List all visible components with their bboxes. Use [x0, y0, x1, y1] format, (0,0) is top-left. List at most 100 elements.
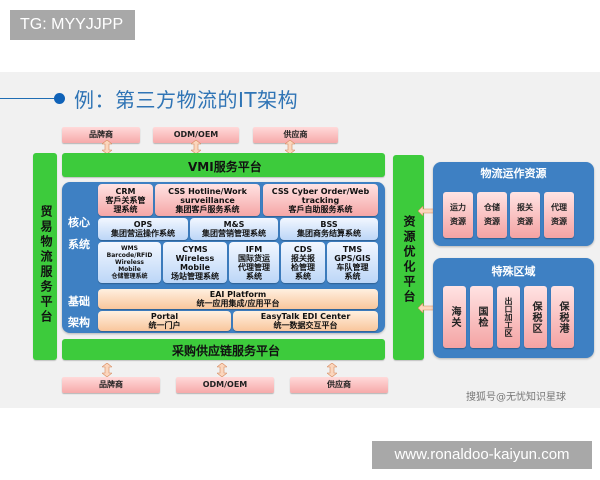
portal-en: Portal — [150, 312, 179, 321]
eai-platform: EAI Platform 统一应用集成/应用平台 — [98, 289, 378, 309]
bss-cn: 集团商务结算系统 — [297, 229, 361, 238]
resource-label: 资源 — [517, 217, 533, 226]
css-cyber-en: CSS Cyber Order/Web — [271, 186, 370, 196]
tms-line: GPS/GIS — [334, 253, 371, 263]
resource-label: 资源 — [450, 217, 466, 226]
portal: Portal 统一门户 — [98, 311, 231, 331]
easytalk-edi-center: EasyTalk EDI Center 统一数据交互平台 — [233, 311, 378, 331]
ops-en: OPS — [133, 220, 153, 229]
edi-en: EasyTalk EDI Center — [260, 312, 351, 321]
tms-line: TMS — [342, 244, 363, 254]
top-partner-brand: 品牌商 — [62, 127, 140, 143]
double-arrow-vertical-icon — [217, 363, 227, 377]
cyms-line: 场站管理系统 — [171, 271, 219, 281]
zone-label: 海关 — [449, 306, 460, 328]
watermark-top: TG: MYYJJPP — [10, 10, 135, 40]
edi-cn: 统一数据交互平台 — [273, 321, 338, 330]
bottom-partner-brand: 品牌商 — [62, 377, 160, 393]
double-arrow-vertical-icon — [102, 140, 112, 154]
zone-bonded-area: 保税区 — [524, 286, 547, 348]
resource-label: 资源 — [551, 217, 567, 226]
ops-cn: 集团营运操作系统 — [111, 229, 175, 238]
core-label-1: 核心 — [68, 216, 90, 229]
infra-label-1: 基础 — [68, 295, 90, 308]
double-arrow-vertical-icon — [327, 363, 337, 377]
zone-label: 国检 — [476, 306, 487, 328]
top-partner-supplier: 供应商 — [253, 127, 338, 143]
tms-line: 车队管理 — [336, 262, 369, 272]
procurement-supply-chain-platform — [62, 339, 385, 360]
bss-system: BSS 集团商务结算系统 — [280, 218, 378, 240]
top-partner-odm-oem: ODM/OEM — [153, 127, 239, 143]
bss-en: BSS — [320, 220, 338, 229]
zone-label: 出口加工区 — [504, 297, 513, 337]
wms-line: Barcode/RFID — [106, 252, 153, 259]
ifm-line: 系统 — [246, 271, 262, 281]
css-hotline-system: CSS Hotline/Work surveillance 集团客戶服务系统 — [155, 184, 260, 216]
ms-en: M&S — [223, 220, 245, 229]
crm-cn1: 客戶关系管 — [105, 195, 146, 205]
resource-label: 资源 — [484, 217, 500, 226]
cds-system: CDS 报关报 检管理 系统 — [281, 242, 325, 283]
zone-label: 保税港 — [557, 300, 568, 334]
resource-label: 运力 — [450, 203, 466, 212]
css-hotline-cn: 集团客戶服务系统 — [175, 204, 240, 214]
cds-line: 报关报 — [291, 253, 315, 263]
crm-en: CRM — [115, 186, 136, 196]
cds-line: 检管理 — [291, 262, 315, 272]
title-dot-icon — [54, 93, 65, 104]
wms-line: 仓储管理系统 — [111, 273, 148, 280]
wms-line: Wireless — [115, 259, 144, 266]
eai-cn: 统一应用集成/应用平台 — [196, 299, 280, 308]
infra-label-2: 架构 — [68, 316, 90, 329]
vmi-service-platform-label: VMI服务平台 — [188, 160, 262, 174]
resource-label: 代理 — [551, 203, 567, 212]
agent-resource: 代理 资源 — [544, 192, 574, 238]
ifm-line: IFM — [245, 244, 263, 254]
double-arrow-vertical-icon — [102, 363, 112, 377]
cyms-line: CYMS — [182, 244, 208, 254]
trade-logistics-platform-label: 贸易物流服务平台 — [39, 205, 53, 325]
special-zones-title: 特殊区域 — [491, 265, 536, 278]
double-arrow-vertical-icon — [191, 140, 201, 154]
vmi-service-platform — [62, 153, 385, 177]
cyms-line: Mobile — [179, 262, 211, 272]
ms-system: M&S 集团营销管理系统 — [190, 218, 278, 240]
crm-system: CRM 客戶关系管 理系统 — [98, 184, 153, 216]
css-cyber-en2: tracking — [301, 195, 340, 205]
procurement-platform-label: 采购供应链服务平台 — [172, 344, 281, 358]
cds-line: CDS — [293, 244, 313, 254]
zone-label: 保税区 — [530, 300, 541, 334]
ifm-line: 国际货运 — [238, 253, 270, 263]
css-cyber-order-system: CSS Cyber Order/Web tracking 客戶自助服务系统 — [263, 184, 378, 216]
warehouse-resource: 仓储 资源 — [477, 192, 507, 238]
customs-resource: 报关 资源 — [510, 192, 540, 238]
source-credit: 搜狐号@无忧知识星球 — [466, 392, 566, 403]
transport-resource: 运力 资源 — [443, 192, 473, 238]
ops-system: OPS 集团营运操作系统 — [98, 218, 188, 240]
slide-title: 例：第三方物流的IT架构 — [74, 88, 299, 112]
resource-optimization-platform-label: 资源优化平台 — [402, 215, 416, 305]
wms-line: Mobile — [118, 266, 141, 273]
resource-label: 报关 — [517, 203, 533, 212]
wms-line: WMS — [121, 245, 138, 252]
zone-export-processing: 出口加工区 — [497, 286, 520, 348]
core-label-2: 系统 — [68, 238, 90, 251]
css-hotline-en2: surveillance — [180, 195, 235, 205]
zone-bonded-port: 保税港 — [551, 286, 574, 348]
title-line-decoration — [0, 98, 56, 99]
double-arrow-horizontal-icon — [418, 303, 440, 313]
double-arrow-horizontal-icon — [418, 206, 440, 216]
css-cyber-cn: 客戶自助服务系统 — [288, 204, 353, 214]
ms-cn: 集团营销管理系统 — [202, 229, 266, 238]
resource-label: 仓储 — [484, 203, 500, 212]
trade-logistics-platform — [33, 153, 57, 360]
ifm-system: IFM 国际货运 代理管理 系统 — [229, 242, 279, 283]
resource-optimization-platform — [393, 155, 424, 360]
wms-system: WMS Barcode/RFID Wireless Mobile 仓储管理系统 — [98, 242, 161, 283]
crm-cn2: 理系统 — [113, 204, 138, 214]
logistics-resources-title: 物流运作资源 — [480, 167, 547, 180]
tms-line: 系统 — [344, 271, 361, 281]
tms-system: TMS GPS/GIS 车队管理 系统 — [327, 242, 378, 283]
portal-cn: 统一门户 — [148, 321, 181, 330]
